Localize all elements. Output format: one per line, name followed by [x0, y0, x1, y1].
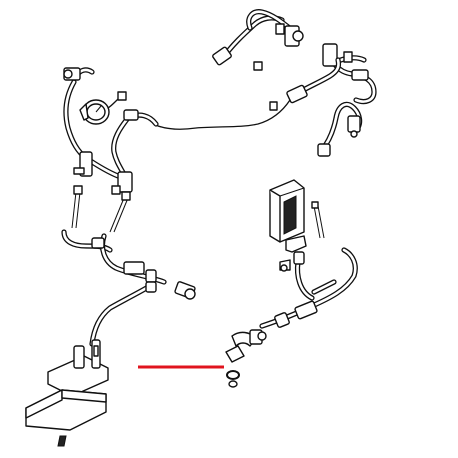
right-lower-pipe-assembly — [259, 247, 358, 329]
pressure-gauge — [79, 91, 127, 125]
pressure-switch-bracket — [269, 179, 307, 253]
upper-steam-pipe-assembly — [212, 9, 377, 157]
o-ring-seal — [226, 370, 240, 388]
elbow-fitting — [225, 329, 267, 363]
right-rod — [311, 201, 325, 239]
water-tank — [25, 339, 109, 447]
mid-pipe-assembly — [61, 229, 196, 347]
sensor-probes — [71, 185, 131, 233]
left-upper-pipe-assembly — [63, 67, 159, 195]
sensor-wire — [157, 99, 291, 130]
